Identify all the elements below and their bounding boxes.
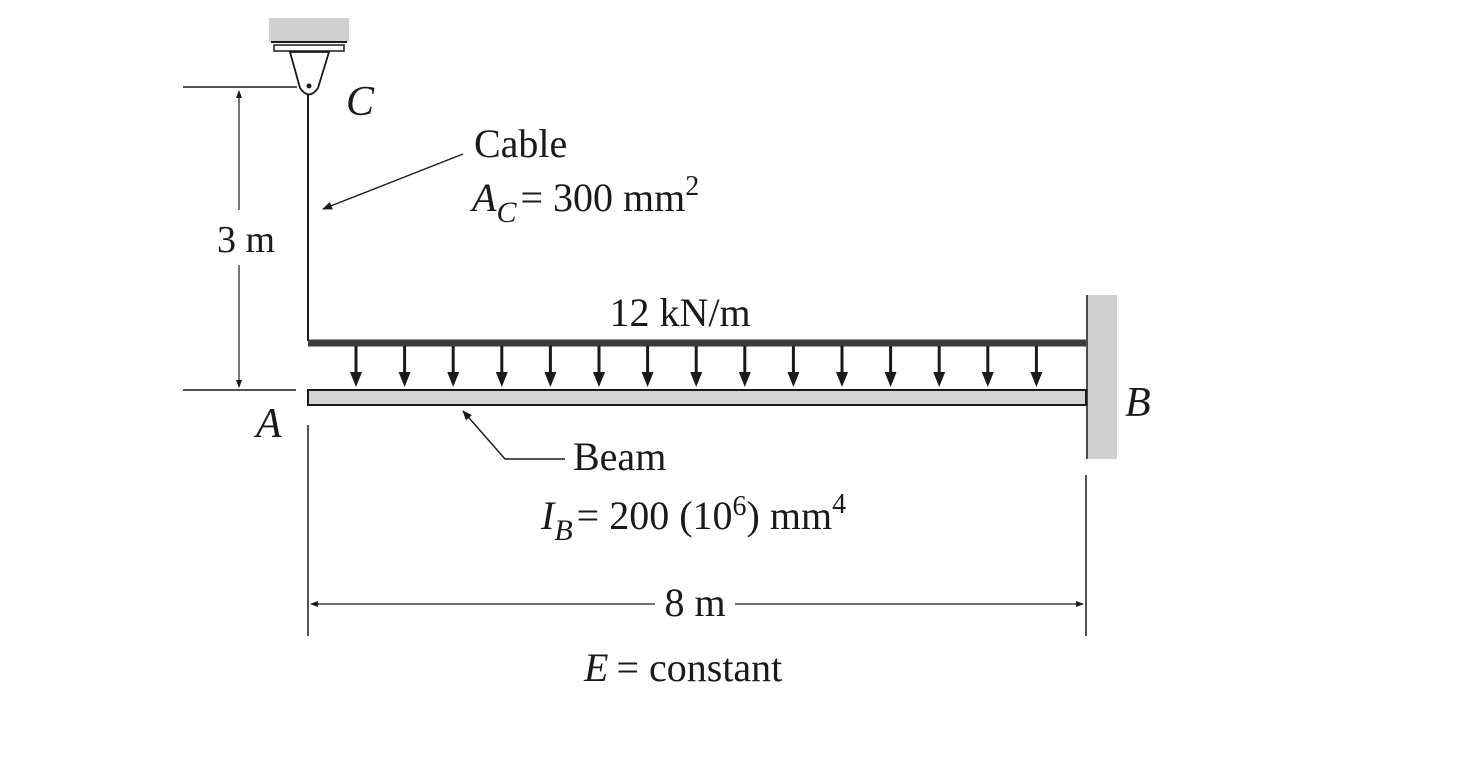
load-arrow (981, 346, 994, 387)
cable-leader (322, 153, 464, 210)
cable-area: AC= 300 mm2 (469, 171, 699, 229)
beam-inertia-value: = 200 (10 (577, 493, 733, 538)
pin-clevis (288, 51, 331, 96)
point-a-label: A (253, 401, 282, 447)
load-arrow (738, 346, 751, 387)
beam (307, 389, 1087, 406)
point-b-label: B (1125, 380, 1151, 426)
beam-leader (462, 410, 565, 460)
load-arrow (593, 346, 605, 387)
beam-inertia-symbol: I (540, 493, 556, 538)
beam-inertia-exponent: 6 (733, 491, 747, 522)
beam-inertia-unit-exponent: 4 (832, 489, 846, 520)
beam-inertia-unit: ) mm (747, 493, 833, 538)
ceiling-support (269, 18, 349, 52)
load-arrow (836, 346, 848, 387)
load-arrow (641, 346, 654, 387)
cable-area-symbol: A (469, 175, 497, 220)
cable-area-exponent: 2 (685, 171, 699, 202)
fixed-support (1087, 295, 1117, 459)
load-label: 12 kN/m (609, 290, 750, 335)
span-dimension-label: 8 m (664, 580, 725, 625)
cable-title: Cable (474, 121, 567, 166)
modulus-symbol: E (583, 645, 608, 690)
height-dimension-label: 3 m (217, 219, 275, 261)
point-c-label: C (346, 79, 375, 125)
load-arrow (933, 346, 946, 387)
span-dimension (307, 425, 1087, 636)
beam-title: Beam (573, 434, 666, 479)
modulus-note: E= constant (583, 645, 782, 690)
cable-area-value: = 300 mm (520, 175, 685, 220)
load-arrow (787, 346, 800, 387)
load-arrow (1030, 346, 1043, 387)
beam-inertia-subscript: B (554, 514, 572, 547)
load-arrow (398, 346, 411, 387)
load-arrow (495, 346, 508, 387)
load-arrow (350, 346, 362, 387)
load-arrow (544, 346, 557, 387)
load-arrow (447, 346, 460, 387)
modulus-value: = constant (616, 645, 782, 690)
load-arrow (690, 346, 703, 387)
load-arrows (350, 346, 1043, 387)
beam-inertia: IB= 200 (106) mm4 (540, 489, 846, 547)
cable-area-subscript: C (496, 196, 517, 229)
height-dimension (183, 86, 297, 391)
load-arrow (884, 346, 897, 387)
